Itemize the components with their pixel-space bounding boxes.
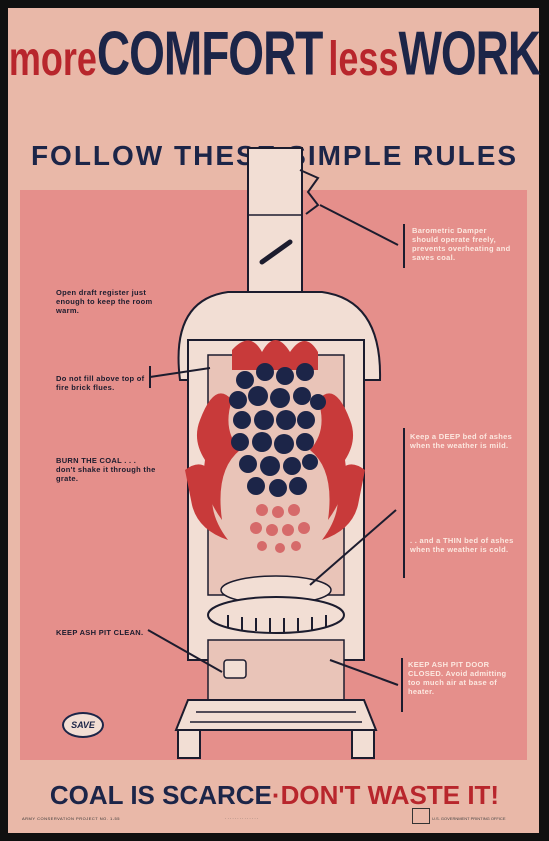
stove-pipe bbox=[247, 147, 303, 301]
pointer-fill bbox=[149, 367, 211, 378]
label-burn-coal: BURN THE COAL . . . don't shake it throu… bbox=[56, 456, 156, 483]
damper-handle bbox=[259, 239, 293, 265]
fine-print-right: U.S. GOVERNMENT PRINTING OFFICE bbox=[432, 816, 506, 821]
stove-base bbox=[174, 699, 378, 731]
pointer-damper bbox=[319, 204, 399, 246]
label-draft-register: Open draft register just enough to keep … bbox=[56, 288, 153, 315]
barometric-damper bbox=[299, 169, 320, 215]
headline-comfort: COMFORT bbox=[96, 17, 324, 89]
printer-stamp bbox=[412, 808, 430, 824]
coal-bed bbox=[229, 363, 326, 497]
slogan-dot: · bbox=[271, 780, 281, 810]
ash-pit-door-handle bbox=[223, 659, 247, 679]
save-logo: SAVE bbox=[62, 712, 104, 738]
label-barometric-damper: Barometric Damper should operate freely,… bbox=[412, 226, 511, 262]
fine-print-middle: · · · · · · · · · · · · · · bbox=[225, 816, 259, 821]
fine-print-left: ARMY CONSERVATION PROJECT NO. 1-55 bbox=[22, 816, 120, 821]
slogan-dont-waste: DON'T WASTE IT! bbox=[280, 780, 500, 810]
pointer-ash-bed bbox=[309, 509, 397, 586]
stove-leg-right bbox=[351, 729, 375, 759]
headline-work: WORK bbox=[398, 17, 541, 89]
label-thin-bed: . . and a THIN bed of ashes when the wea… bbox=[410, 536, 514, 554]
pointer-ash-door bbox=[329, 659, 399, 686]
slogan-coal-scarce: COAL IS SCARCE bbox=[49, 780, 272, 810]
label-ash-pit-clean: KEEP ASH PIT CLEAN. bbox=[56, 628, 144, 637]
headline-more: more bbox=[8, 30, 97, 86]
label-fill-level: Do not fill above top of fire brick flue… bbox=[56, 374, 145, 392]
embers bbox=[250, 504, 310, 553]
label-deep-bed: Keep a DEEP bed of ashes when the weathe… bbox=[410, 432, 513, 450]
bottom-slogan: COAL IS SCARCE·DON'T WASTE IT! bbox=[0, 780, 549, 811]
stove-leg-left bbox=[177, 729, 201, 759]
pointer-ash-clean bbox=[147, 629, 223, 673]
headline-less: less bbox=[328, 30, 399, 86]
label-ash-pit-door: KEEP ASH PIT DOOR CLOSED. Avoid admittin… bbox=[408, 660, 507, 696]
